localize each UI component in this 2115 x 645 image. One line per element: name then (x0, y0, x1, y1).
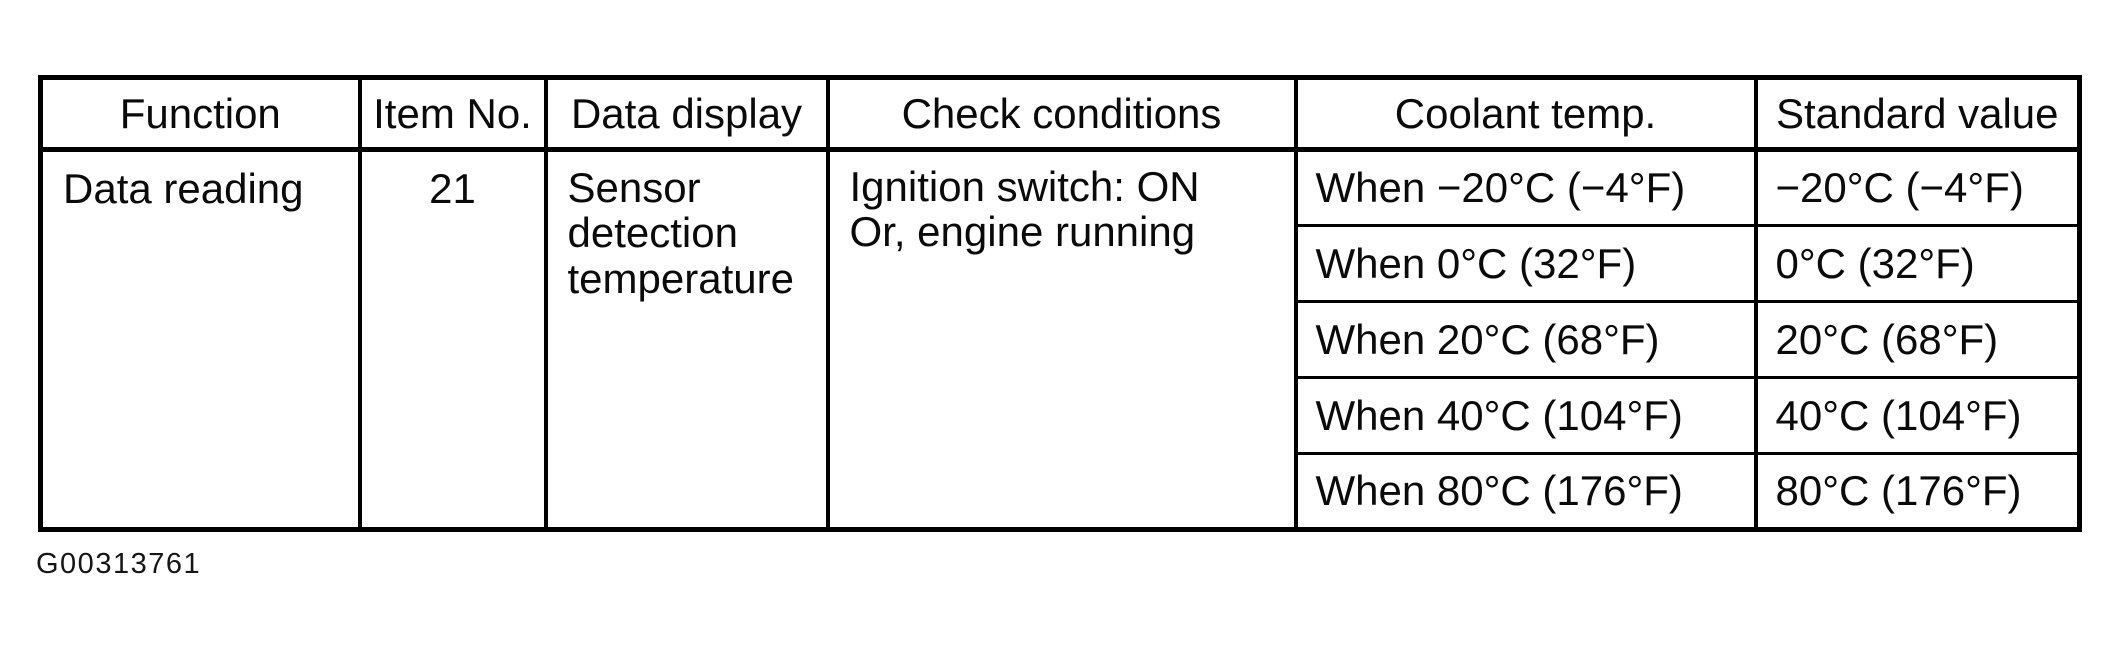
standard-value-cell: 40°C (104°F) (1755, 376, 2080, 454)
col-header-data-display: Data display (545, 77, 830, 152)
check-conditions-cell: Ignition switch: ON Or, engine running (827, 149, 1298, 530)
check-condition-line: Or, engine running (849, 207, 1196, 255)
standard-value-cell: 0°C (32°F) (1755, 224, 2080, 302)
standard-value-cell: 80°C (176°F) (1755, 452, 2080, 530)
data-display-cell: Sensor detection temperature (545, 149, 830, 530)
table-header-row: Function Item No. Data display Check con… (40, 77, 2080, 152)
function-cell: Data reading (40, 149, 362, 530)
item-no-cell: 21 (359, 149, 548, 530)
col-header-coolant-temp: Coolant temp. (1295, 77, 1758, 152)
table-row: When 80°C (176°F) 80°C (176°F) (41, 452, 2080, 530)
col-header-check-conditions: Check conditions (827, 77, 1298, 152)
check-condition-line: Ignition switch: ON (849, 163, 1200, 210)
col-header-function: Function (40, 77, 362, 152)
col-header-item-no: Item No. (359, 77, 548, 152)
sensor-temperature-spec-table: Function Item No. Data display Check con… (38, 75, 2082, 532)
coolant-temp-cell: When 80°C (176°F) (1295, 452, 1758, 530)
table-row: When 20°C (68°F) 20°C (68°F) (41, 300, 2080, 378)
coolant-temp-cell: When 20°C (68°F) (1295, 300, 1758, 378)
standard-value-cell: −20°C (−4°F) (1775, 164, 2024, 211)
table-row: When 0°C (32°F) 0°C (32°F) (41, 224, 2080, 302)
spec-table-container: Function Item No. Data display Check con… (38, 75, 2082, 532)
coolant-temp-cell: When −20°C (−4°F) (1295, 149, 1758, 226)
col-header-standard-value: Standard value (1755, 77, 2080, 152)
table-row: When 40°C (104°F) 40°C (104°F) (41, 376, 2080, 454)
figure-code-label: G00313761 (36, 548, 202, 580)
standard-value-cell: 20°C (68°F) (1755, 300, 2080, 378)
table-row: Data reading 21 Sensor detection tempera… (40, 149, 2080, 530)
coolant-temp-cell: When 40°C (104°F) (1295, 376, 1758, 454)
coolant-temp-cell: When 0°C (32°F) (1295, 224, 1758, 302)
